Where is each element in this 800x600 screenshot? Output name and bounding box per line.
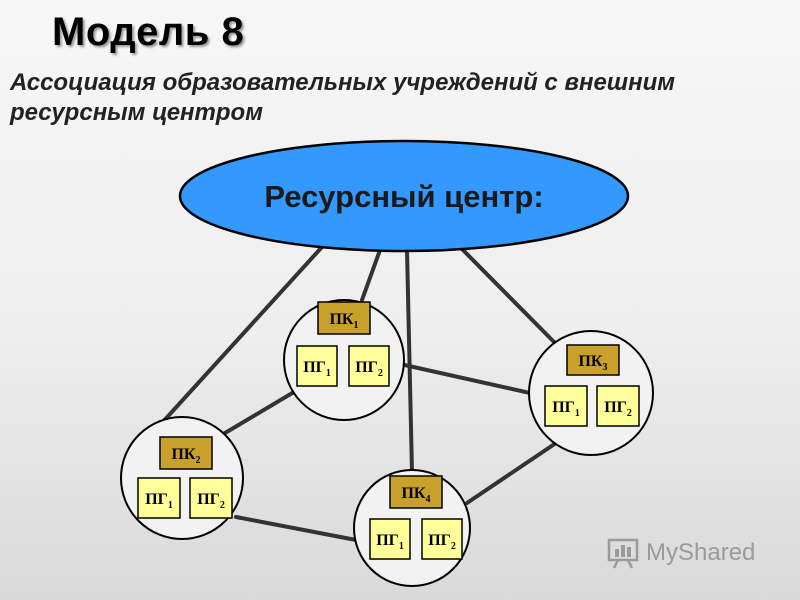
connector-center-pk3: [460, 247, 559, 347]
node-pk3: ПК3 ПГ1 ПГ2: [528, 330, 654, 456]
pg-box-2: [189, 477, 233, 519]
watermark-brand: MyShared: [646, 539, 756, 566]
pk-label: ПК3: [578, 353, 607, 373]
pg-label-1: ПГ1: [552, 399, 580, 419]
pg-box-1: [369, 518, 411, 560]
resource-center-ellipse: [178, 139, 630, 253]
connector-center-pk1: [360, 248, 382, 302]
pg-label-1: ПГ1: [376, 532, 404, 552]
pk-box: [159, 436, 213, 470]
connector-center-pk4: [405, 248, 414, 474]
pg-box-1: [137, 477, 181, 519]
pk-box: [317, 301, 371, 335]
connector-pk2-pk4: [234, 515, 358, 542]
pk-label: ПК1: [329, 311, 358, 331]
node-circle: [283, 299, 405, 421]
watermark: MyShared: [606, 536, 755, 570]
connector-pk1-pk2: [218, 390, 296, 438]
pg-label-2: ПГ2: [197, 491, 225, 511]
node-pk1: ПК1 ПГ1 ПГ2: [283, 299, 405, 421]
pk-label: ПК4: [401, 485, 430, 505]
pk-label: ПК2: [171, 446, 200, 466]
resource-center-label: Ресурсный центр:: [264, 179, 543, 214]
node-pk2: ПК2 ПГ1 ПГ2: [120, 416, 244, 540]
pg-label-2: ПГ2: [604, 399, 632, 419]
pg-box-2: [348, 345, 390, 387]
connector-pk4-pk3: [465, 441, 558, 505]
chart-logo-icon: [607, 538, 639, 569]
node-pk4: ПК4 ПГ1 ПГ2: [353, 469, 471, 587]
pg-box-2: [421, 518, 463, 560]
pg-box-1: [296, 345, 338, 387]
pk-box: [566, 344, 620, 376]
connector-pk1-pk3: [398, 362, 532, 395]
page-subtitle: Ассоциация образовательных учреждений с …: [10, 69, 676, 126]
pg-label-1: ПГ1: [303, 359, 331, 379]
pg-label-2: ПГ2: [428, 532, 456, 552]
pg-box-2: [596, 385, 640, 427]
pg-box-1: [544, 385, 588, 427]
page-title: Модель 8: [52, 10, 245, 54]
pg-label-1: ПГ1: [145, 491, 173, 511]
pk-box: [389, 475, 443, 509]
connector-center-pk2: [158, 245, 324, 427]
pg-label-2: ПГ2: [355, 359, 383, 379]
connectors: [158, 245, 559, 542]
